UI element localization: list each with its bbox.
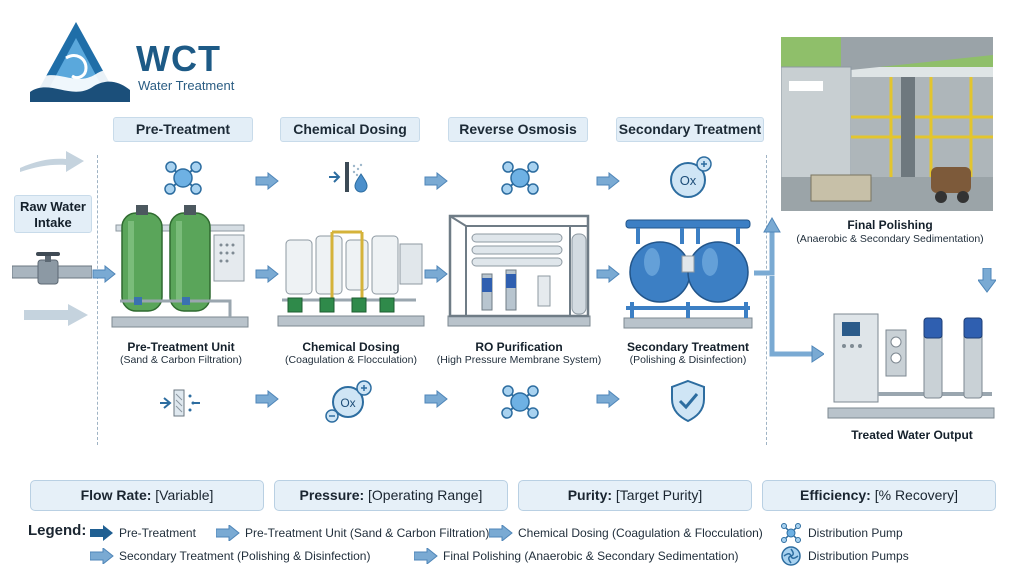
legend-arrow-dark-icon xyxy=(90,525,113,541)
arrow-mid-3-icon xyxy=(596,265,620,283)
intake-flow-arrow-icon xyxy=(24,304,88,326)
logo-name: WCT xyxy=(136,38,221,79)
legend-item-chemical-dosing: Chemical Dosing (Coagulation & Flocculat… xyxy=(518,526,763,540)
final-polishing-photo xyxy=(781,37,993,211)
metric-purity-value: [Target Purity] xyxy=(615,487,703,503)
ox-text-top: Ox xyxy=(680,173,697,188)
pretreatment-title: Pre-Treatment Unit xyxy=(127,340,235,354)
metric-pressure-label: Pressure: xyxy=(299,487,365,503)
metric-purity-label: Purity: xyxy=(567,487,613,503)
legend-arrow-light-2-icon xyxy=(489,525,513,541)
legend-item-pretreatment: Pre-Treatment xyxy=(119,526,196,540)
legend-arrow-light-4-icon xyxy=(414,548,438,564)
secondary-treatment-title: Secondary Treatment xyxy=(626,340,750,354)
oxidation-icon-top: Ox xyxy=(670,156,712,198)
stage-label-chemical-dosing: Chemical Dosing xyxy=(280,117,420,142)
stage-label-pretreatment: Pre-Treatment xyxy=(113,117,253,142)
arrow-bottom-1-icon xyxy=(255,390,279,408)
pretreatment-unit-illustration xyxy=(111,205,249,328)
metric-efficiency-value: [% Recovery] xyxy=(874,487,958,503)
stage-label-secondary-treatment: Secondary Treatment xyxy=(616,117,764,142)
ro-molecule-icon xyxy=(501,161,539,195)
secondary-treatment-subtitle: (Polishing & Disinfection) xyxy=(629,354,747,366)
metric-flow-rate: Flow Rate: [Variable] xyxy=(30,480,264,511)
oxidation-icon-bottom: Ox xyxy=(325,380,372,423)
metric-purity: Purity: [Target Purity] xyxy=(518,480,752,511)
arrow-bottom-3-icon xyxy=(596,390,620,408)
arrow-top-3-icon xyxy=(596,172,620,190)
arrow-mid-2-icon xyxy=(424,265,448,283)
branch-arrows-icon xyxy=(754,216,824,363)
dosing-drop-icon xyxy=(329,162,368,193)
raw-water-intake-label: Raw Water Intake xyxy=(14,195,92,233)
down-arrow-icon xyxy=(978,268,996,293)
stage-label-reverse-osmosis: Reverse Osmosis xyxy=(448,117,588,142)
ro-purification-illustration xyxy=(447,214,591,327)
metric-pressure-value: [Operating Range] xyxy=(368,487,483,503)
secondary-treatment-illustration xyxy=(623,219,753,329)
intake-valve-icon xyxy=(12,252,92,285)
metric-efficiency: Efficiency: [% Recovery] xyxy=(762,480,996,511)
legend-distribution-pump-icon xyxy=(781,523,801,543)
legend-item-distribution-pumps: Distribution Pumps xyxy=(808,549,909,563)
legend-item-distribution-pump: Distribution Pump xyxy=(808,526,903,540)
legend-arrow-light-icon xyxy=(216,525,240,541)
treated-water-output-illustration xyxy=(827,313,995,419)
ro-molecule-bottom-icon xyxy=(501,385,539,419)
treated-water-output-title: Treated Water Output xyxy=(851,428,973,442)
legend-item-pretreatment-unit: Pre-Treatment Unit (Sand & Carbon Filtra… xyxy=(245,526,490,540)
arrow-bottom-2-icon xyxy=(424,390,448,408)
pretreatment-subtitle: (Sand & Carbon Filtration) xyxy=(120,354,242,366)
legend-item-secondary-treatment: Secondary Treatment (Polishing & Disinfe… xyxy=(119,549,371,563)
pretreatment-molecule-icon xyxy=(164,161,202,195)
wct-logo-icon xyxy=(30,22,130,102)
ox-text-bottom: Ox xyxy=(340,396,355,410)
final-polishing-title: Final Polishing xyxy=(847,218,933,232)
metric-flow-rate-label: Flow Rate: xyxy=(80,487,152,503)
chemical-dosing-illustration xyxy=(277,230,425,327)
filter-icon xyxy=(160,389,200,417)
ro-purification-subtitle: (High Pressure Membrane System) xyxy=(436,354,602,366)
legend-arrow-light-3-icon xyxy=(90,548,114,564)
metric-pressure: Pressure: [Operating Range] xyxy=(274,480,508,511)
chemical-dosing-title: Chemical Dosing xyxy=(302,340,400,354)
legend-distribution-pumps-icon xyxy=(781,546,801,566)
arrow-top-2-icon xyxy=(424,172,448,190)
intake-arrow-icon xyxy=(20,151,84,172)
legend-item-final-polishing: Final Polishing (Anaerobic & Secondary S… xyxy=(443,549,739,563)
legend-title: Legend: xyxy=(28,522,87,539)
ro-purification-title: RO Purification xyxy=(475,340,563,354)
arrow-top-1-icon xyxy=(255,172,279,190)
logo-subtitle: Water Treatment xyxy=(138,78,235,93)
right-divider xyxy=(766,155,767,445)
final-polishing-subtitle: (Anaerobic & Secondary Sedimentation) xyxy=(796,233,984,245)
metric-efficiency-label: Efficiency: xyxy=(800,487,871,503)
chemical-dosing-subtitle: (Coagulation & Flocculation) xyxy=(285,354,417,366)
shield-check-icon xyxy=(671,379,705,423)
metric-flow-rate-value: [Variable] xyxy=(155,487,214,503)
left-divider xyxy=(97,155,98,445)
